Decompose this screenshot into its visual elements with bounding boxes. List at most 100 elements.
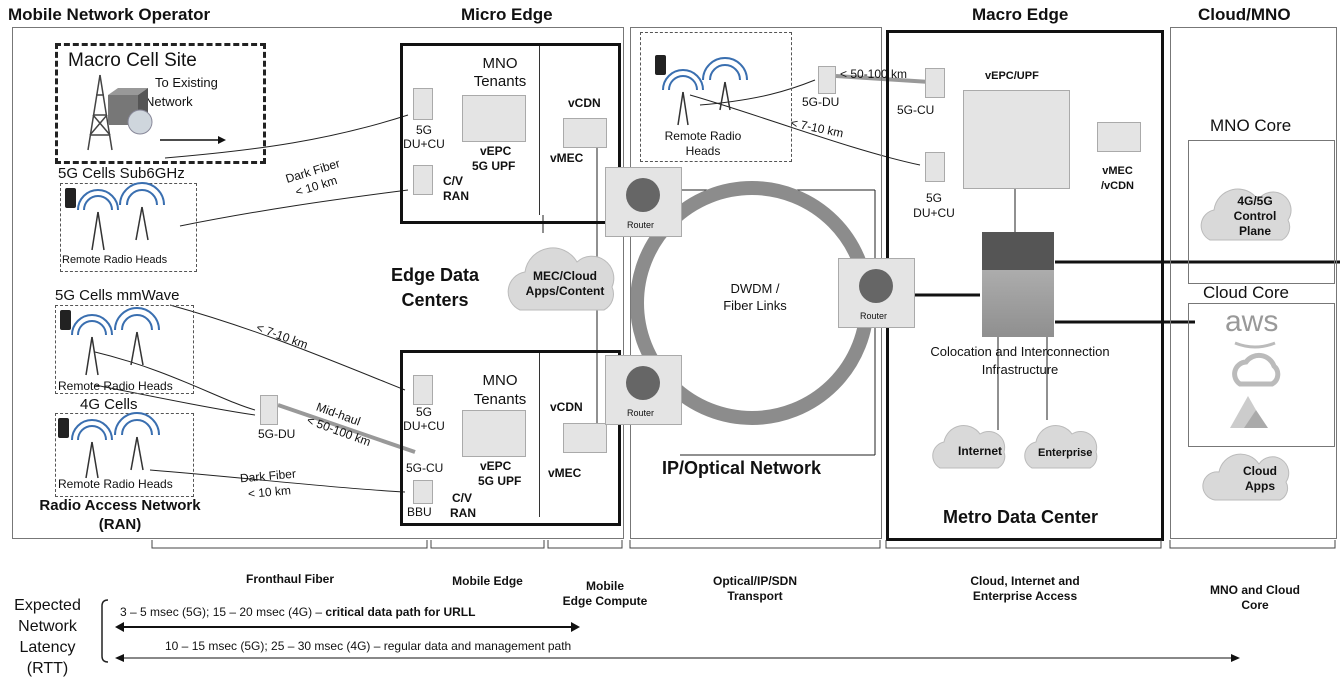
seg-opt-1: Optical/IP/SDN — [712, 574, 798, 588]
latency-critical-prefix: 3 – 5 msec (5G); 15 – 20 msec (4G) – — [120, 605, 326, 619]
mno-core-box — [1188, 140, 1335, 284]
sub6-cells-label: 5G Cells Sub6GHz — [58, 165, 185, 182]
micro-edge-top-box — [400, 43, 621, 224]
mno-core-title: MNO Core — [1210, 116, 1292, 135]
vcdn-server-icon-top — [563, 118, 607, 148]
cu-label-macro: 5G-CU — [897, 103, 935, 117]
control-plane-label-3: Plane — [1238, 224, 1271, 238]
latency-label-2: Network — [18, 618, 77, 635]
seg-fronthaul: Fronthaul Fiber — [246, 572, 334, 586]
router-icon — [626, 178, 660, 212]
du-label-left: 5G-DU — [258, 427, 296, 441]
ip-optical-label: IP/Optical Network — [662, 458, 822, 478]
du-cu-label-macro: DU+CU — [913, 206, 955, 220]
macro-cell-site-box — [55, 43, 266, 164]
cu-server-icon-macro — [925, 68, 945, 98]
cloud-mno-region — [1170, 27, 1337, 539]
router-top-label: Router — [627, 220, 655, 230]
router-icon — [859, 269, 893, 303]
latency-critical-bold: critical data path for URLL — [325, 605, 476, 619]
vmec-vcdn-label-2: /vCDN — [1100, 180, 1134, 192]
upf-label-bottom: 5G UPF — [478, 474, 522, 488]
vcdn-label-bottom: vCDN — [550, 400, 583, 414]
du-cu-label-top: DU+CU — [403, 137, 445, 151]
vepc-label-top: vEPC — [480, 144, 512, 158]
cv-label-top: C/V — [443, 174, 464, 188]
router-right[interactable]: Router — [838, 258, 915, 328]
switch-top — [982, 232, 1054, 270]
metro-dc-label: Metro Data Center — [943, 507, 1099, 527]
vepc-upf-label: vEPC/UPF — [985, 70, 1039, 82]
aws-logo: aws — [1225, 305, 1279, 338]
seg-mec-2: Edge Compute — [562, 594, 648, 608]
router-bottom[interactable]: Router — [605, 355, 682, 425]
mno-tenants-top-1: MNO — [482, 55, 518, 72]
bbu-server-icon — [413, 480, 433, 504]
seg-cloud-2: Enterprise Access — [972, 589, 1078, 603]
macro-edge-header: Macro Edge — [972, 5, 1069, 24]
vcdn-server-icon-bottom — [563, 423, 607, 453]
km50-100-label-right: < 50-100 km — [840, 67, 908, 81]
du-cu-server-icon-macro — [925, 152, 945, 182]
mno-header: Mobile Network Operator — [8, 5, 211, 24]
vepc-label-bottom: vEPC — [480, 459, 512, 473]
du-cu-server-icon-bottom — [413, 375, 433, 405]
latency-label-3: Latency — [19, 639, 76, 656]
colo-label-2: Infrastructure — [981, 362, 1059, 377]
mno-tenants-top-2: Tenants — [473, 73, 527, 90]
vmec-label-bottom: vMEC — [548, 466, 582, 480]
ran-label-1: Radio Access Network — [39, 497, 201, 514]
cu-label-bottom: 5G-CU — [406, 461, 444, 475]
mmwave-rrh-label: Remote Radio Heads — [58, 379, 173, 393]
control-plane-label-2: Control — [1233, 209, 1277, 223]
colo-label-1: Colocation and Interconnection — [930, 344, 1110, 359]
ran-label-bottom: RAN — [450, 506, 476, 520]
vcdn-label-top: vCDN — [568, 96, 601, 110]
seg-opt-2: Transport — [727, 589, 783, 603]
cloud-core-title: Cloud Core — [1203, 283, 1289, 302]
to-existing-label: To Existing — [155, 75, 218, 90]
enterprise-label: Enterprise — [1038, 447, 1093, 459]
network-label: Network — [145, 94, 193, 109]
cloud-mno-header: Cloud/MNO — [1198, 5, 1291, 24]
mec-cloud-label-2: Apps/Content — [525, 284, 605, 298]
du-cu-server-icon-top — [413, 88, 433, 120]
mec-cloud-label-1: MEC/Cloud — [533, 269, 597, 283]
micro-edge-header: Micro Edge — [461, 5, 553, 24]
4g-cells-label: 4G Cells — [80, 396, 138, 413]
router-bottom-label: Router — [627, 408, 655, 418]
du-server-icon-right — [818, 66, 836, 94]
edge-dc-label-2: Centers — [401, 290, 469, 310]
cloud-core-box — [1188, 303, 1335, 447]
du-label-right: 5G-DU — [802, 95, 840, 109]
vepc-server-cluster-bottom — [462, 410, 526, 457]
4g-cells-box — [55, 413, 194, 497]
bbu-label: BBU — [407, 505, 432, 519]
latency-regular-text: 10 – 15 msec (5G); 25 – 30 msec (4G) – r… — [165, 639, 572, 653]
macro-cell-title: Macro Cell Site — [68, 50, 197, 71]
micro-edge-bottom-divider — [539, 353, 540, 517]
router-top[interactable]: Router — [605, 167, 682, 237]
mmwave-cells-label: 5G Cells mmWave — [55, 287, 180, 304]
micro-edge-bottom-box — [400, 350, 621, 526]
cloud-apps-label-2: Apps — [1245, 479, 1275, 493]
ran-label-top: RAN — [443, 189, 469, 203]
sub6-cells-box — [60, 183, 197, 272]
mno-region — [12, 27, 624, 539]
seg-core-2: Core — [1241, 598, 1269, 612]
latency-label-4: (RTT) — [26, 660, 69, 677]
upf-label-top: 5G UPF — [472, 159, 516, 173]
router-icon — [626, 366, 660, 400]
du-server-icon-left — [260, 395, 278, 425]
seg-core-1: MNO and Cloud — [1210, 583, 1300, 597]
ran-label-2: (RAN) — [98, 516, 142, 533]
router-right-label: Router — [860, 311, 888, 321]
remote-rrh-label-2: Heads — [685, 144, 721, 158]
cloud-apps-label-1: Cloud — [1243, 464, 1277, 478]
vmec-server-icon-macro — [1097, 122, 1141, 152]
